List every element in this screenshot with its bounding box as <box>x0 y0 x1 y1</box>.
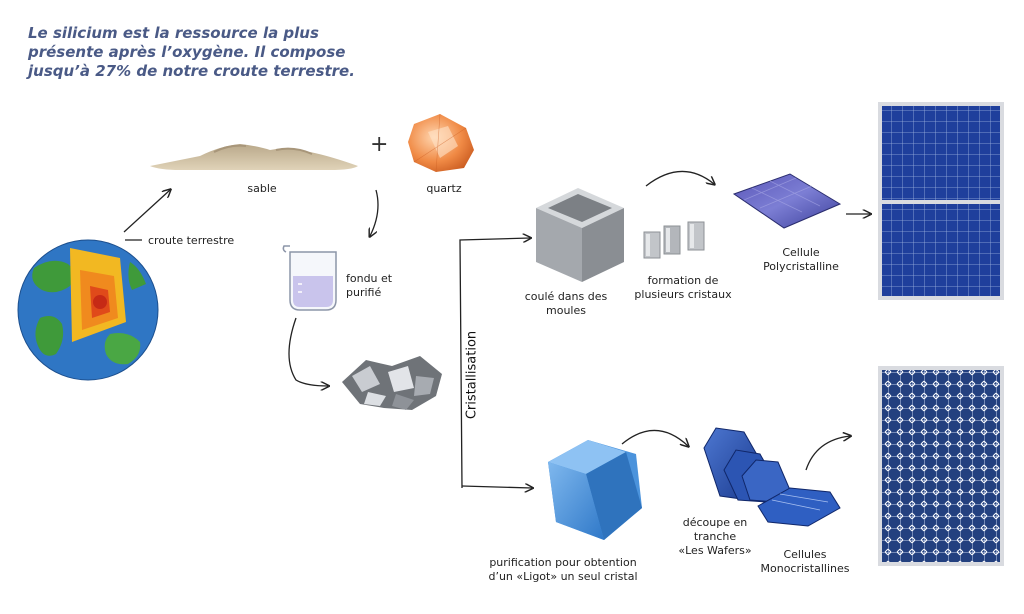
arrow-to-beaker <box>370 189 379 236</box>
mold-cube-icon <box>536 188 624 282</box>
label-fondu-line-1: fondu et <box>346 272 393 285</box>
silicon-chunks-icon <box>342 356 442 410</box>
label-decoupe-line-1: découpe en <box>682 516 748 529</box>
label-sable: sable <box>247 182 277 195</box>
arrow-to-chunks <box>288 317 328 386</box>
label-quartz: quartz <box>426 182 462 195</box>
label-mono-line-2: Monocristallines <box>760 562 850 575</box>
label-purification-line-1: purification pour obtention <box>489 556 637 569</box>
label-fondu: fondu et purifié <box>346 272 406 300</box>
intro-text: Le silicium est la ressource la plus pré… <box>28 24 368 81</box>
ingot-icon <box>548 440 642 540</box>
label-fondu-line-2: purifié <box>346 286 382 299</box>
quartz-crystal-icon <box>408 113 474 173</box>
arrow-to-ingot <box>461 486 532 488</box>
crystal-bars-icon <box>643 221 705 259</box>
wafer-stack-icon <box>703 427 791 503</box>
label-poly-line-1: Cellule <box>782 246 820 259</box>
label-cristallisation-text: Cristallisation <box>464 330 480 420</box>
arrow-earth-to-sand <box>123 190 170 233</box>
label-coule-line-1: coulé dans des <box>524 290 608 303</box>
poly-cell-icon <box>732 173 842 229</box>
beaker-icon <box>282 245 337 311</box>
label-cristallisation: Cristallisation <box>456 330 488 420</box>
arrow-to-mono-panel <box>805 436 850 471</box>
arrow-to-mold <box>459 238 530 489</box>
label-mono-line-1: Cellules <box>783 548 827 561</box>
label-formation-line-1: formation de <box>647 274 719 287</box>
plus-sign: + <box>370 132 389 157</box>
earth-cutaway-icon <box>17 239 159 381</box>
label-formation: formation de plusieurs cristaux <box>628 274 738 302</box>
poly-panel-icon <box>878 102 1004 300</box>
arrow-to-poly-cell <box>645 170 714 187</box>
label-coule-line-2: moules <box>546 304 586 317</box>
label-purification: purification pour obtention d’un «Ligot»… <box>478 556 648 584</box>
label-formation-line-2: plusieurs cristaux <box>634 288 732 301</box>
label-coule: coulé dans des moules <box>516 290 616 318</box>
arrow-to-wafers <box>621 429 688 446</box>
label-purification-line-2: d’un «Ligot» un seul cristal <box>488 570 638 583</box>
label-mono: Cellules Monocristallines <box>750 548 860 576</box>
intro-line-1: Le silicium est la ressource la plus <box>28 24 319 42</box>
label-poly-line-2: Polycristalline <box>763 260 839 273</box>
label-decoupe: découpe en tranche «Les Wafers» <box>670 516 760 558</box>
label-croute: croute terrestre <box>148 234 235 247</box>
label-poly: Cellule Polycristalline <box>758 246 844 274</box>
mono-panel-icon <box>878 366 1004 566</box>
intro-line-3: jusqu’à 27% de notre croute terrestre. <box>28 62 355 80</box>
sand-pile-icon <box>150 144 358 170</box>
label-decoupe-line-2: tranche <box>693 530 737 543</box>
intro-line-2: présente après l’oxygène. Il compose <box>28 43 346 61</box>
label-decoupe-line-3: «Les Wafers» <box>678 544 752 557</box>
mono-cell-icon <box>757 487 841 527</box>
